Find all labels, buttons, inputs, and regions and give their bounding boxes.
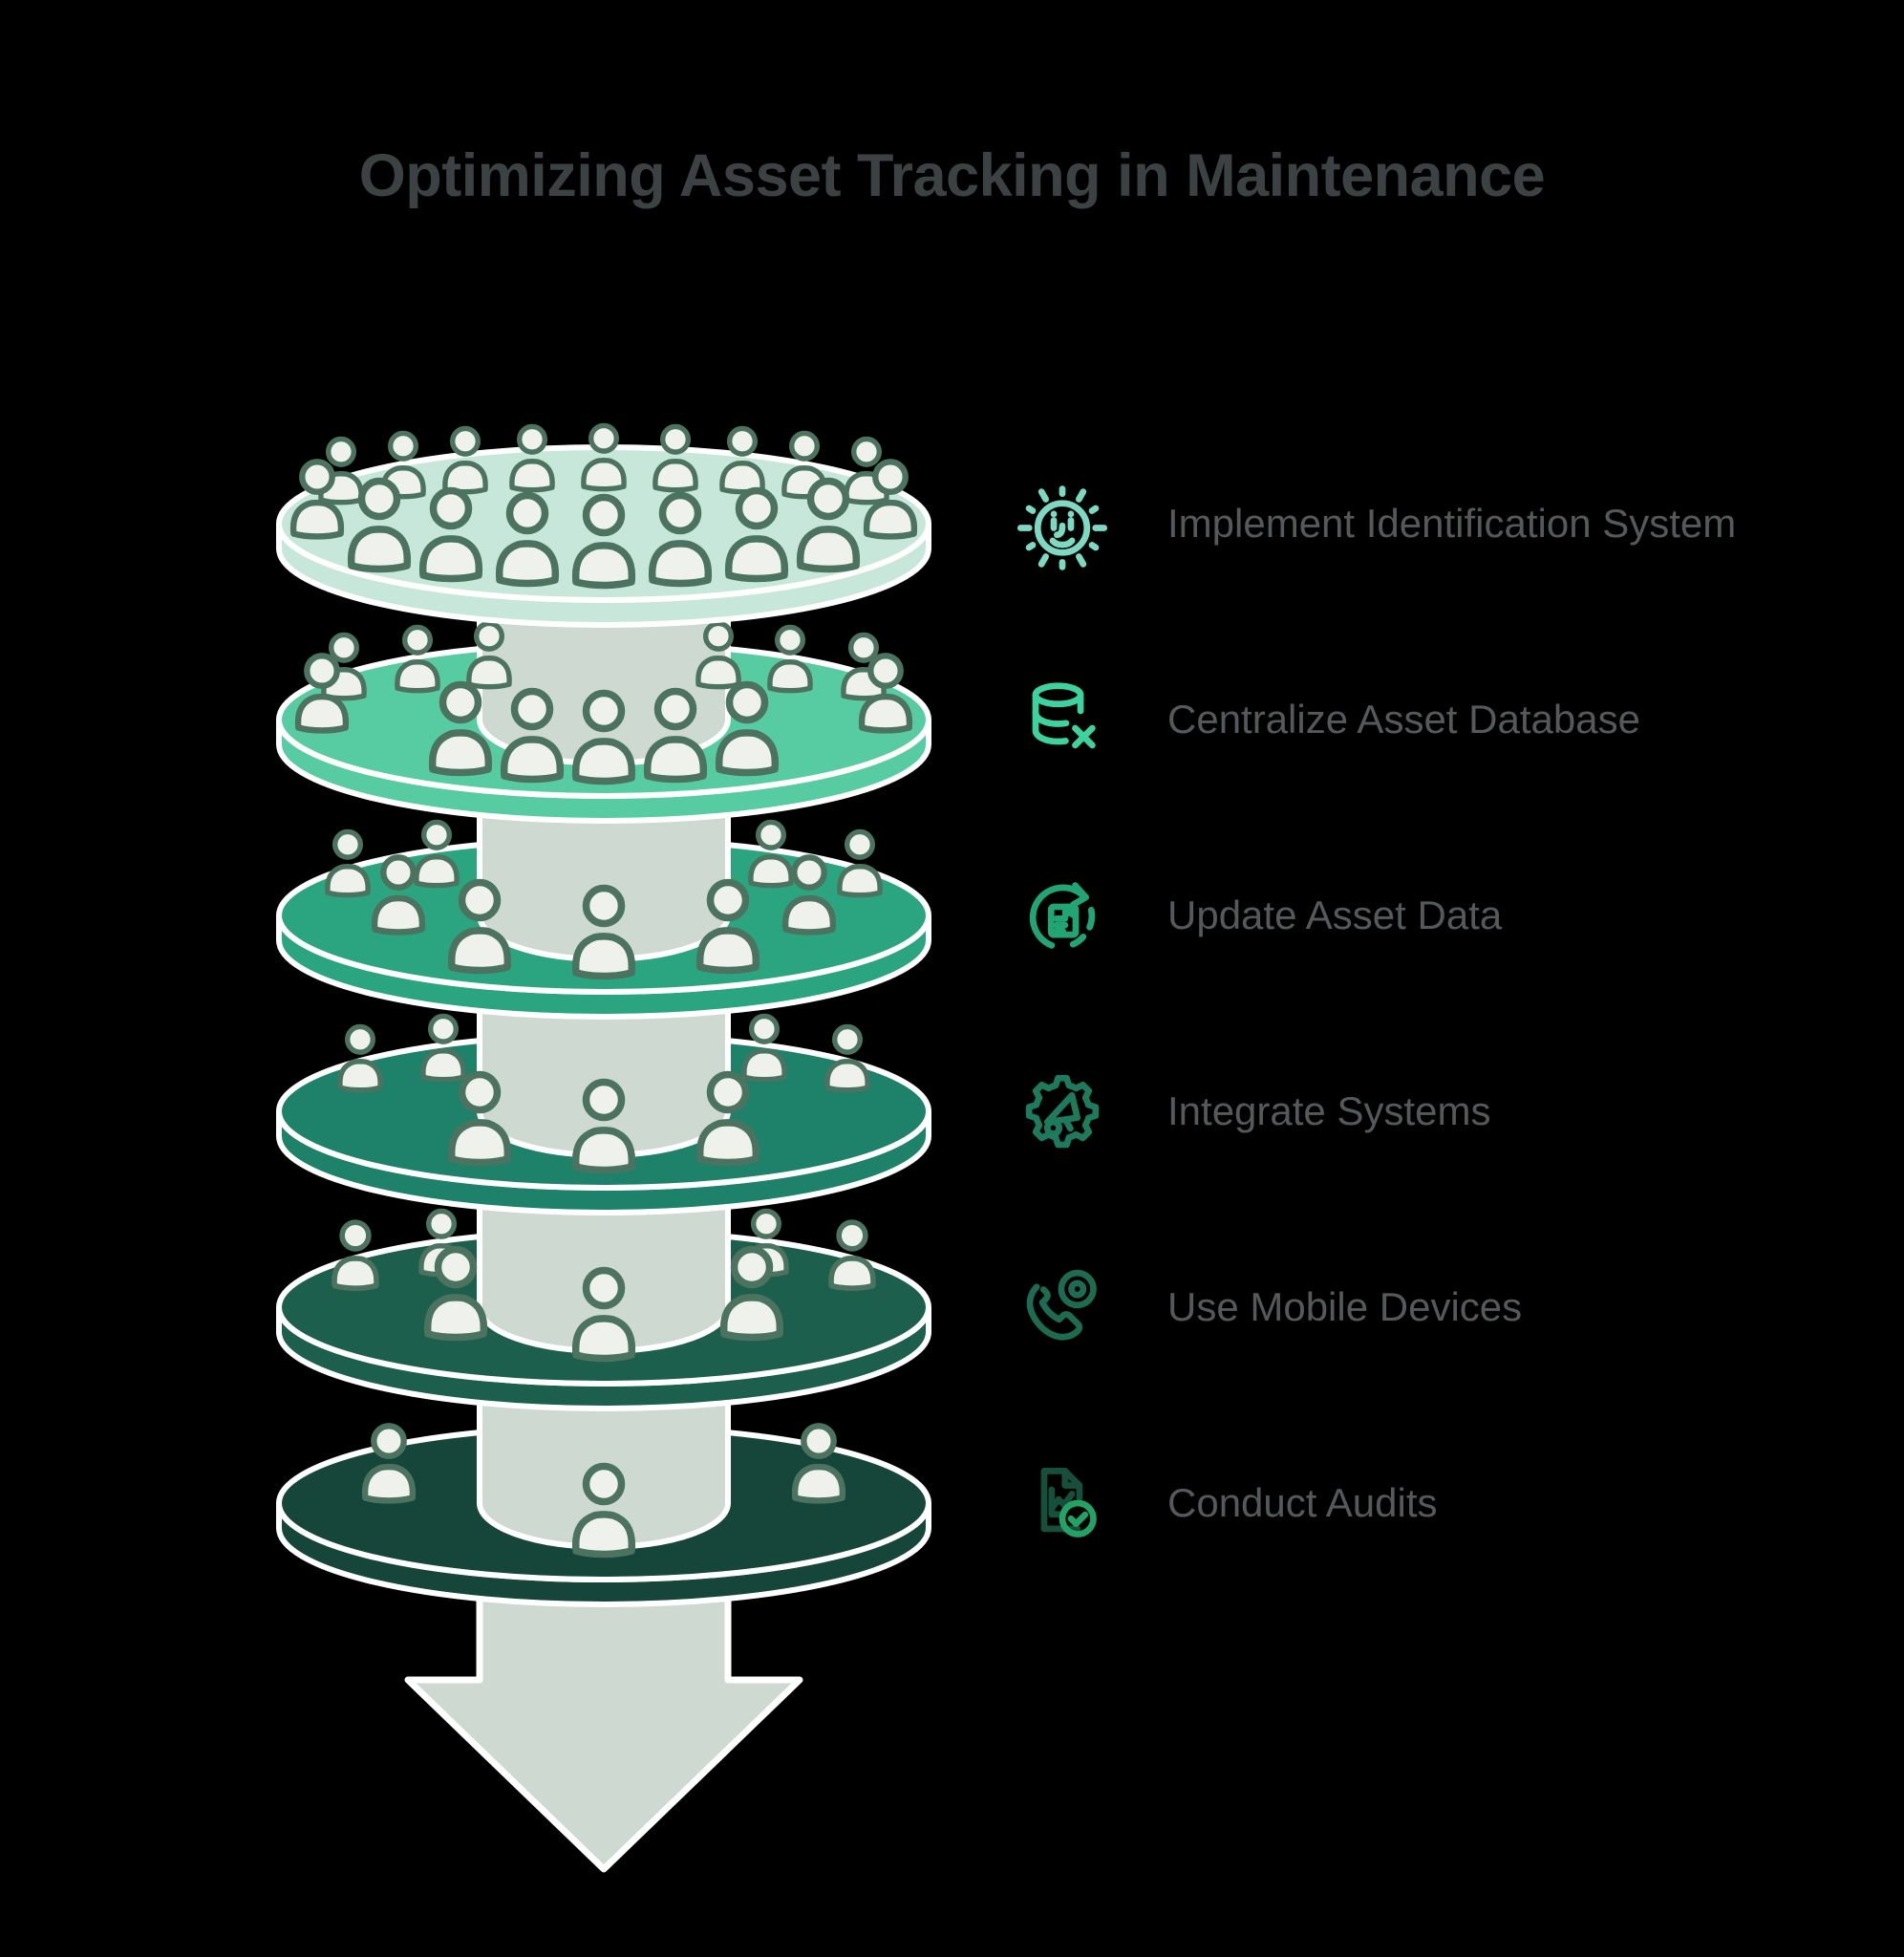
person-icon	[828, 1219, 876, 1291]
step-row-integrate-systems: Integrate Systems	[1009, 1058, 1490, 1165]
step-row-update-asset-data: Update Asset Data	[1009, 862, 1502, 969]
person-icon	[332, 1219, 379, 1291]
person-icon	[767, 624, 813, 694]
person-icon	[337, 1023, 383, 1093]
step-row-implement-identification-system: Implement Identification System	[1009, 470, 1736, 577]
person-icon	[719, 425, 765, 495]
step-label: Integrate Systems	[1167, 1087, 1491, 1133]
person-icon	[791, 1423, 846, 1504]
person-icon	[395, 624, 440, 694]
sun-face-icon	[1009, 470, 1116, 577]
person-icon	[824, 1023, 870, 1093]
person-icon	[581, 422, 627, 492]
refresh-document-icon	[1009, 862, 1116, 969]
person-icon	[500, 687, 565, 784]
person-icon	[571, 1462, 636, 1559]
person-icon	[294, 653, 350, 734]
person-icon	[289, 459, 345, 540]
person-icon	[414, 819, 460, 889]
step-row-conduct-audits: Conduct Audits	[1009, 1450, 1438, 1557]
person-icon	[841, 632, 887, 701]
step-label: Use Mobile Devices	[1167, 1283, 1523, 1329]
step-label: Conduct Audits	[1167, 1479, 1438, 1525]
person-icon	[781, 854, 837, 935]
person-icon	[420, 1013, 466, 1083]
audit-check-icon	[1009, 1450, 1116, 1557]
person-icon	[695, 1070, 760, 1167]
step-row-use-mobile-devices: Use Mobile Devices	[1009, 1254, 1522, 1361]
person-icon	[715, 680, 780, 777]
step-label: Centralize Asset Database	[1167, 696, 1640, 742]
person-icon	[495, 491, 560, 588]
person-icon	[571, 1266, 636, 1363]
funnel-level-1	[276, 422, 931, 628]
person-icon	[837, 828, 883, 898]
phone-camera-icon	[1009, 1254, 1116, 1361]
person-icon	[748, 819, 794, 889]
person-icon	[643, 687, 708, 784]
person-icon	[347, 477, 412, 573]
person-icon	[652, 423, 698, 493]
person-icon	[423, 1245, 488, 1342]
person-icon	[741, 1013, 787, 1083]
person-icon	[863, 459, 918, 540]
page-title: Optimizing Asset Tracking in Maintenance	[358, 142, 1546, 209]
person-icon	[509, 423, 555, 493]
person-icon	[447, 1070, 512, 1167]
person-icon	[418, 486, 483, 583]
person-icon	[571, 884, 636, 980]
person-icon	[796, 477, 861, 573]
person-icon	[695, 620, 741, 690]
database-x-icon	[1009, 666, 1116, 773]
step-label: Implement Identification System	[1167, 500, 1737, 546]
funnel-level-3	[276, 755, 931, 1020]
person-icon	[571, 689, 636, 785]
gear-megaphone-icon	[1009, 1058, 1116, 1165]
funnel-level-2	[276, 559, 931, 824]
person-icon	[447, 878, 512, 975]
person-icon	[724, 486, 789, 583]
person-icon	[571, 493, 636, 590]
check-circle-icon	[1059, 1499, 1097, 1538]
person-icon	[858, 653, 913, 734]
person-icon	[466, 620, 512, 690]
step-label: Update Asset Data	[1167, 892, 1503, 937]
person-icon	[695, 878, 760, 975]
person-icon	[325, 828, 371, 898]
step-row-centralize-asset-database: Centralize Asset Database	[1009, 666, 1640, 773]
person-icon	[361, 1423, 417, 1504]
person-icon	[428, 680, 493, 777]
person-icon	[648, 491, 713, 588]
person-icon	[371, 854, 426, 935]
person-icon	[571, 1078, 636, 1174]
person-icon	[719, 1245, 784, 1342]
